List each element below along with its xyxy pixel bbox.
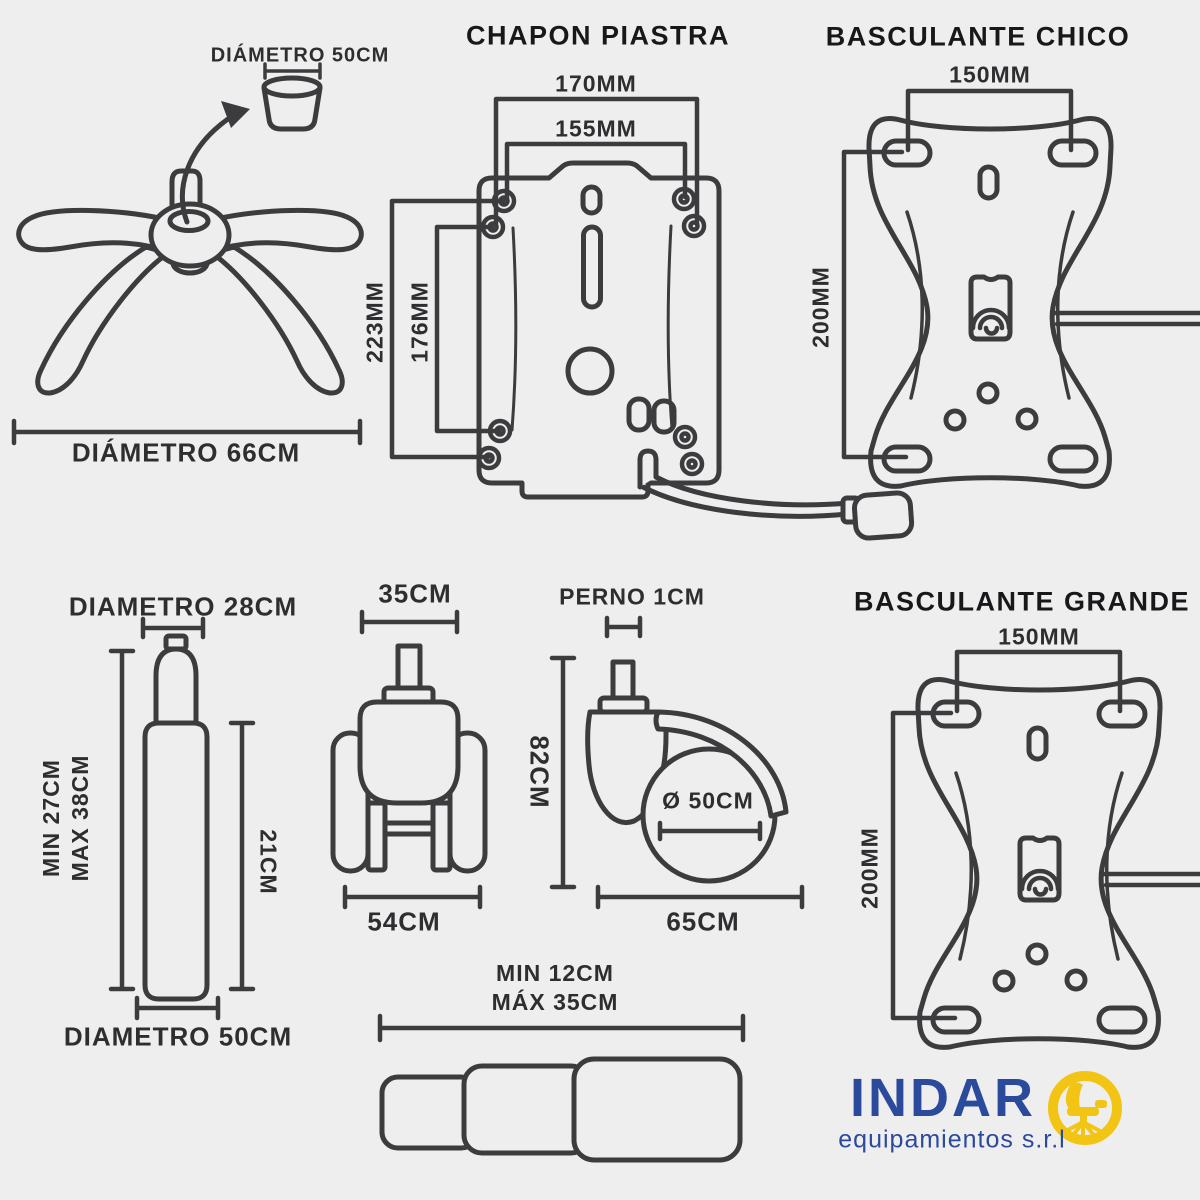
chapon-plate-drawing [476, 160, 915, 541]
five-star-base-drawing [16, 168, 364, 396]
cup-diameter-label: DIÁMETRO 50CM [210, 44, 390, 67]
basculante-chico-dimensions [841, 88, 1074, 460]
caster-height-dimension [549, 655, 577, 890]
chapon-dimension-lines [389, 96, 700, 460]
chapon-width-outer-label: 170MM [555, 70, 637, 97]
basculante-chico-drawing [866, 116, 1200, 489]
gas-lift-drawing [108, 616, 256, 1021]
caster-body-width-label: 54CM [367, 906, 441, 937]
chico-width-label: 150MM [949, 61, 1031, 88]
caster-height-label: 82CM [524, 735, 555, 809]
base-diameter-label: DIÁMETRO 66CM [71, 437, 301, 468]
brand-subtitle: equipamientos s.r.l [838, 1125, 1066, 1154]
brand-name: INDAR [850, 1068, 1036, 1128]
telescopic-tube-drawing [377, 1013, 746, 1163]
cup-drawing [261, 62, 323, 132]
basculante-grande-drawing [890, 649, 1200, 1047]
caster-front-drawing [330, 609, 488, 910]
wheel-diameter-label: Ø 50CM [662, 787, 754, 814]
tube-range-label: MIN 12CM MÁX 35CM [492, 959, 619, 1017]
caster-stem-width-label: 35CM [378, 578, 452, 609]
tube-max-label: MÁX 35CM [491, 989, 619, 1015]
chapon-height-outer-label: 223MM [361, 281, 388, 363]
gas-lift-max-label: MAX 38CM [67, 754, 93, 882]
tube-min-label: MIN 12CM [496, 960, 614, 986]
caster-pin-label: PERNO 1CM [559, 583, 705, 610]
gas-lift-min-label: MIN 27CM [38, 759, 64, 877]
grande-height-label: 200MM [856, 827, 883, 909]
arrow-to-cup [179, 101, 250, 225]
caster-length-label: 65CM [666, 906, 740, 937]
caster-side-drawing [585, 615, 805, 910]
gas-lift-bottom-diameter-label: DIAMETRO 50CM [63, 1021, 293, 1052]
base-diameter-dimension [11, 418, 363, 446]
chico-height-label: 200MM [807, 266, 834, 348]
gas-lift-top-diameter-label: DIAMETRO 28CM [68, 591, 298, 622]
basculante-grande-title: BASCULANTE GRANDE [854, 586, 1190, 617]
grande-width-label: 150MM [998, 623, 1080, 650]
gas-lift-height-range-label: MIN 27CM MAX 38CM [37, 755, 95, 882]
chapon-height-inner-label: 176MM [406, 281, 433, 363]
chapon-piastra-title: CHAPON PIASTRA [465, 20, 731, 51]
brand-chair-icon [1048, 1071, 1122, 1145]
basculante-chico-title: BASCULANTE CHICO [825, 21, 1131, 52]
gas-lift-body-height-label: 21CM [255, 829, 282, 895]
chapon-width-inner-label: 155MM [555, 115, 637, 142]
